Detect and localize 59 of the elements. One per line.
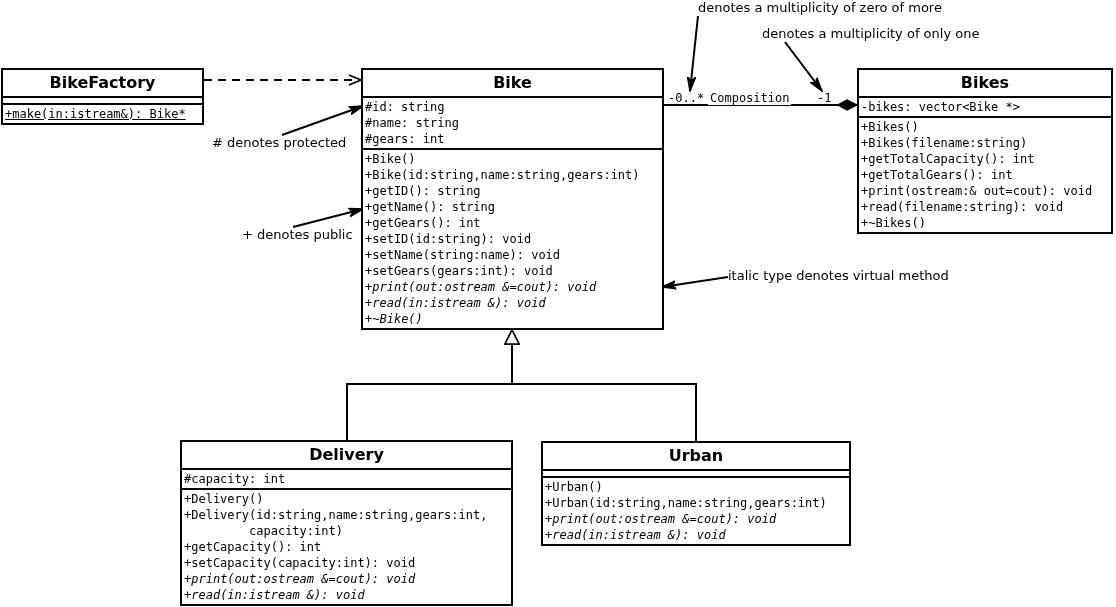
class-box (361, 68, 664, 330)
class-box (541, 441, 851, 546)
annotation-note: denotes a multiplicity of zero of more (698, 0, 942, 16)
class-name: Urban (667, 445, 725, 467)
dependency-arrow (203, 74, 362, 86)
method-text: +Bike() (365, 151, 417, 167)
method-text: +Delivery() (184, 491, 265, 507)
class-name: Bikes (959, 72, 1011, 94)
method-text: +getTotalGears(): int (861, 167, 1014, 183)
method-text: +read(in:istream &): void (365, 295, 547, 311)
method-text: +Bikes() (861, 119, 920, 135)
annotation-note: denotes a multiplicity of only one (762, 26, 980, 42)
method-text: +getGears(): int (365, 215, 482, 231)
method-text: +setID(id:string): void (365, 231, 533, 247)
attribute-text: #capacity: int (184, 471, 287, 487)
method-text: +setGears(gears:int): void (365, 263, 554, 279)
annotation-note: # denotes protected (212, 135, 347, 151)
method-text: +read(filename:string): void (861, 199, 1065, 215)
inheritance-arrow (504, 329, 697, 442)
method-text: +getID(): string (365, 183, 482, 199)
attribute-compartment (363, 96, 662, 148)
attribute-text: #id: string (365, 99, 446, 115)
class-name: Delivery (308, 444, 385, 466)
composition-line (663, 99, 858, 111)
method-text: +print(out:ostream &=cout): void (365, 279, 598, 295)
class-box (180, 440, 513, 606)
method-text: +Urban() (545, 479, 604, 495)
class-name: BikeFactory (48, 72, 157, 94)
attribute-compartment (182, 468, 511, 488)
annotation-note: + denotes public (242, 227, 353, 243)
method-text: +getTotalCapacity(): int (861, 151, 1036, 167)
method-text: +getCapacity(): int (184, 539, 323, 555)
method-text: +setCapacity(capacity:int): void (184, 555, 417, 571)
class-name: Bike (492, 72, 533, 94)
multiplicity-label: -1 (817, 91, 832, 105)
annotation-note: italic type denotes virtual method (728, 268, 949, 284)
method-text: +read(in:istream &): void (184, 587, 366, 603)
edge-label: Composition (708, 91, 792, 105)
method-text: +Delivery(id:string,name:string,gears:int, capacity:int) (184, 507, 489, 539)
method-text: +make(in:istream&): Bike* (5, 106, 187, 122)
method-text: +~Bikes() (861, 215, 928, 231)
annotation-arrow (784, 41, 823, 92)
attribute-text: #gears: int (365, 131, 446, 147)
method-text: +print(out:ostream &=cout): void (545, 511, 778, 527)
class-box (1, 68, 204, 125)
attribute-text: #name: string (365, 115, 460, 131)
method-text: +Bike(id:string,name:string,gears:int) (365, 167, 641, 183)
method-text: +print(ostream:& out=cout): void (861, 183, 1094, 199)
method-text: +print(out:ostream &=cout): void (184, 571, 417, 587)
method-text: +read(in:istream &): void (545, 527, 727, 543)
attribute-text: -bikes: vector<Bike *> (861, 99, 1021, 115)
class-box (857, 68, 1113, 234)
method-text: +~Bike() (365, 311, 424, 327)
method-text: +getName(): string (365, 199, 497, 215)
method-text: +setName(string:name): void (365, 247, 562, 263)
method-text: +Bikes(filename:string) (861, 135, 1029, 151)
multiplicity-label: -0..* (668, 91, 705, 105)
annotation-arrow (686, 15, 699, 92)
method-text: +Urban(id:string,name:string,gears:int) (545, 495, 828, 511)
